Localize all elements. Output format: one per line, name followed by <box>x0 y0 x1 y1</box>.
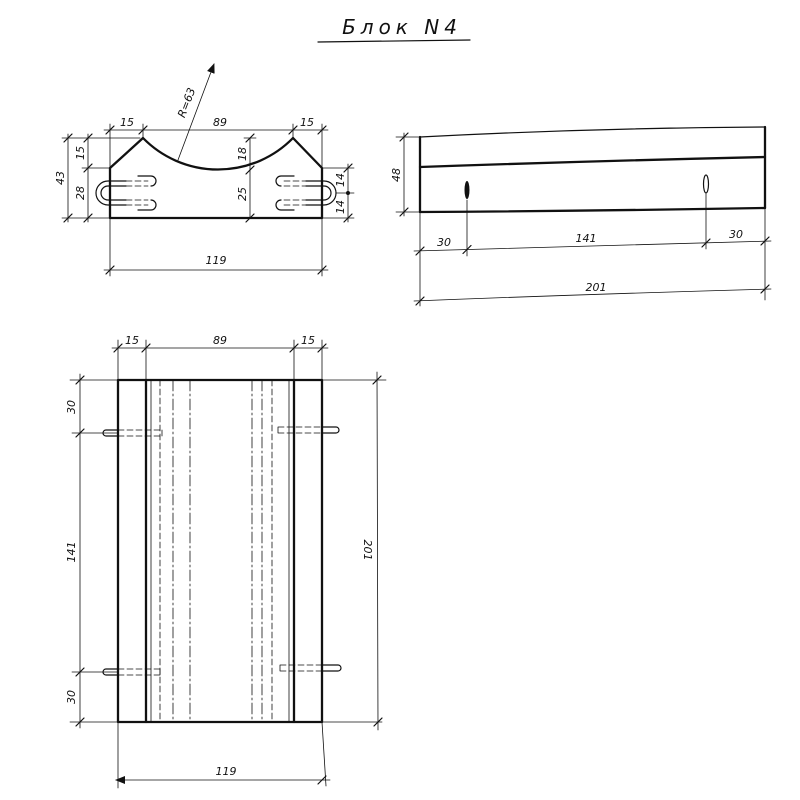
dim-right-lower: 14 <box>334 200 347 214</box>
radius-leader <box>177 63 215 161</box>
dim-top-left: 15 <box>120 116 134 129</box>
rod-left-bottom-hidden <box>117 668 161 676</box>
right-loop-mark <box>702 174 710 194</box>
drawing-title: Блок N4 <box>342 15 462 39</box>
block-ridge-line <box>418 155 767 169</box>
dim-overall-length: 201 <box>586 281 607 294</box>
dim-bottom-left: 30 <box>437 236 451 249</box>
dim-right-upper: 14 <box>334 173 347 187</box>
plan-dimension-ticks <box>75 343 383 785</box>
side-dimension-lines <box>395 132 772 307</box>
block-top-edge <box>419 126 766 138</box>
rod-right-bottom <box>321 664 342 672</box>
dim-left-upper: 15 <box>74 146 87 160</box>
dim-right-length: 201 <box>361 540 374 561</box>
dim-top-left: 15 <box>125 334 139 347</box>
loop-outer <box>95 180 127 206</box>
dim-left-lower: 28 <box>74 186 87 200</box>
rod-right-top-hidden <box>277 426 323 434</box>
block-end-edges <box>418 125 767 214</box>
dim-bottom-middle: 141 <box>576 232 597 245</box>
dim-bottom-width: 119 <box>216 765 237 778</box>
dim-bottom-right: 30 <box>729 228 743 241</box>
block-bottom-edge <box>418 206 767 214</box>
loop-inner <box>100 185 127 201</box>
left-lifting-loop <box>95 175 157 211</box>
rod-left-top-hidden <box>117 429 163 437</box>
dim-left-total: 43 <box>54 171 67 185</box>
loop-hooks <box>275 175 295 211</box>
dim-top-middle: 89 <box>213 334 227 347</box>
loop-hooks <box>137 175 157 211</box>
side-view: 48 30 141 30 201 <box>390 125 772 307</box>
dim-bottom-width: 119 <box>206 254 227 267</box>
section-view: 15 R=63 89 15 43 15 28 18 25 14 14 119 <box>54 63 355 277</box>
loop-rods <box>102 426 342 676</box>
rod-right-bottom-hidden <box>279 664 323 672</box>
drawing-title-block: Блок N4 <box>317 15 471 43</box>
plan-dimension-lines <box>71 339 379 789</box>
block-plan-outline <box>116 378 324 724</box>
dim-height: 48 <box>390 168 403 182</box>
section-dimension-ticks <box>63 125 353 275</box>
left-loop-mark <box>464 181 470 199</box>
block-section-outline <box>108 136 324 220</box>
loop-inner <box>305 185 332 201</box>
loop-hidden-rods <box>283 180 307 206</box>
title-underline <box>317 39 471 43</box>
dim-left-middle: 141 <box>65 542 78 563</box>
left-centre-line <box>172 379 191 723</box>
dim-top-right: 15 <box>300 116 314 129</box>
rod-right-top <box>321 426 340 434</box>
loop-hidden-rods <box>125 180 149 206</box>
right-centre-line <box>251 379 263 723</box>
dim-left-upper: 30 <box>65 400 78 414</box>
loop-axis-dot <box>346 191 350 195</box>
right-lifting-loop <box>275 175 337 211</box>
dim-left-lower: 30 <box>65 690 78 704</box>
dim-inner-upper: 18 <box>236 147 249 161</box>
dim-inner-lower: 25 <box>236 187 249 201</box>
plan-view: 15 89 15 30 141 30 201 119 <box>65 334 387 789</box>
plan-extension-edges <box>69 379 387 723</box>
dim-top-middle: 89 <box>213 116 227 129</box>
dim-top-right: 15 <box>301 334 315 347</box>
side-dimension-ticks <box>399 132 770 306</box>
